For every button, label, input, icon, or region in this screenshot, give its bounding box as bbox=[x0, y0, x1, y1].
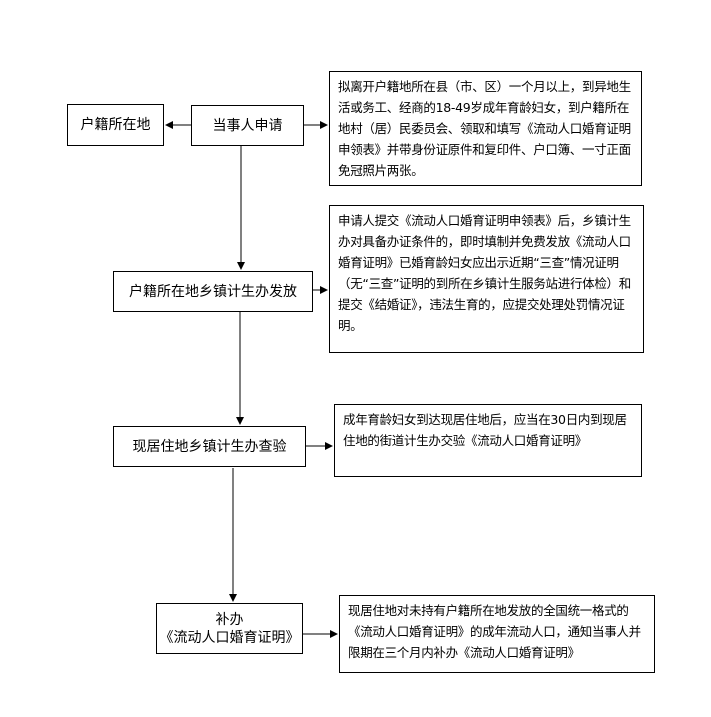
township-issue-label: 户籍所在地乡镇计生办发放 bbox=[129, 283, 297, 300]
huji-location-box: 户籍所在地 bbox=[67, 104, 164, 146]
huji-location-label: 户籍所在地 bbox=[80, 117, 151, 133]
check-note-box: 成年育龄妇女到达现居住地后，应当在30日内到现居住地的街道计生办交验《流动人口婚… bbox=[334, 404, 642, 477]
applicant-box: 当事人申请 bbox=[191, 105, 304, 146]
residence-check-label: 现居住地乡镇计生办查验 bbox=[132, 438, 287, 455]
township-issue-box: 户籍所在地乡镇计生办发放 bbox=[113, 271, 313, 312]
applicant-label: 当事人申请 bbox=[212, 117, 283, 134]
check-note-text: 成年育龄妇女到达现居住地后，应当在30日内到现居住地的街道计生办交验《流动人口婚… bbox=[343, 412, 627, 448]
residence-check-box: 现居住地乡镇计生办查验 bbox=[113, 426, 306, 467]
issue-note-box: 申请人提交《流动人口婚育证明申领表》后，乡镇计生办对具备办证条件的，即时填制并免… bbox=[329, 205, 644, 353]
issue-note-text: 申请人提交《流动人口婚育证明申领表》后，乡镇计生办对具备办证条件的，即时填制并免… bbox=[338, 213, 631, 333]
apply-note-box: 拟离开户籍地所在县（市、区）一个月以上，到异地生活或务工、经商的18-49岁成年… bbox=[329, 71, 642, 186]
reissue-note-box: 现居住地对未持有户籍所在地发放的全国统一格式的《流动人口婚育证明》的成年流动人口… bbox=[339, 595, 655, 673]
reissue-label-line2: 《流动人口婚育证明》 bbox=[159, 629, 300, 646]
reissue-box: 补办 《流动人口婚育证明》 bbox=[156, 603, 303, 654]
reissue-label-line1: 补办 bbox=[215, 611, 244, 628]
reissue-note-text: 现居住地对未持有户籍所在地发放的全国统一格式的《流动人口婚育证明》的成年流动人口… bbox=[348, 603, 641, 660]
apply-note-text: 拟离开户籍地所在县（市、区）一个月以上，到异地生活或务工、经商的18-49岁成年… bbox=[338, 79, 631, 178]
